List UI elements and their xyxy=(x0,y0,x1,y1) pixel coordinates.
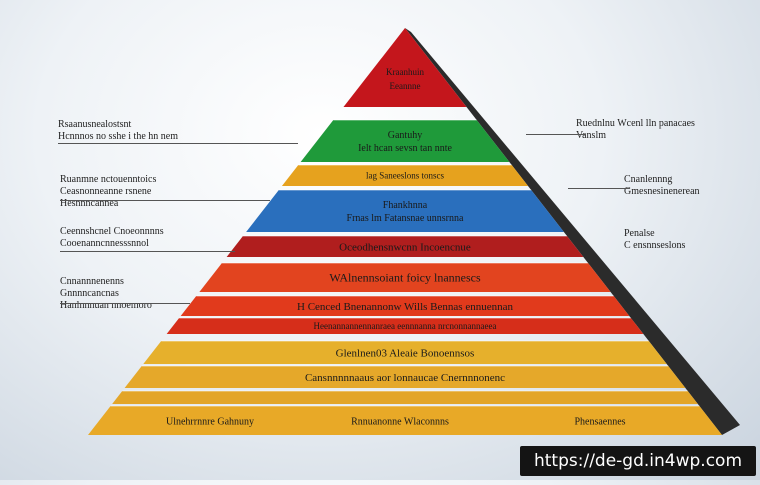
tier-label-red-3-1: Heenannannennanraea eennnanna nrcnonnann… xyxy=(314,321,497,331)
left-label-1-line-2: Hcnnnos no sshe i the hn nem xyxy=(58,131,178,142)
pyramid-tier-gold-2: Cansnnnnnaaus aor lonnaucae Cnernnnonenc xyxy=(124,365,686,388)
pyramid-tier-red-2: H Cenced Bnenannonw Wills Bennas ennuenn… xyxy=(180,295,630,316)
right-label-1: Ruednlnu Wcenl lln panacaes Vanslm xyxy=(526,118,695,142)
pyramid-tier-red-3: Heenannannennanraea eennnanna nrcnonnann… xyxy=(166,317,644,334)
tier-label-gold-4-2: Rnnuanonne Wlaconnns xyxy=(351,417,449,428)
left-label-2-line-1: Ruanmne nctouenntoics xyxy=(60,174,157,185)
left-label-2: Ruanmne nctouenntoics Ceasnonneanne rsne… xyxy=(60,174,270,210)
tier-label-gold-1-1: Glenlnen03 Aleaie Bonoennsos xyxy=(336,347,475,359)
tier-band xyxy=(166,318,644,334)
left-label-4-line-1: Cnnannnenenns xyxy=(60,276,124,287)
left-label-4-line-2: Gnnnncancnas xyxy=(60,288,119,299)
left-label-4-line-3: Hanlnnnuan nnoemoro xyxy=(60,300,152,311)
tier-band xyxy=(180,296,630,316)
right-label-2-leader xyxy=(568,188,630,189)
left-label-1-leader xyxy=(58,143,298,144)
right-label-2-line-2: Gmesnesinenerean xyxy=(624,186,700,197)
pyramid-tier-orange: lag Saneeslons tonscs xyxy=(281,164,529,186)
right-label-3: Penalse C ensnnseslons xyxy=(624,228,685,252)
right-label-2: Cnanlennng Gmesnesinenerean xyxy=(568,174,700,198)
left-label-2-line-2: Ceasnonneanne rsnene xyxy=(60,186,152,197)
right-label-1-line-2: Vanslm xyxy=(576,130,606,141)
right-label-2-line-1: Cnanlennng xyxy=(624,174,673,185)
tier-band xyxy=(112,391,698,404)
tier-label-gold-4-1: Ulnehrrnnre Gahnuny xyxy=(166,417,254,428)
left-label-3-leader xyxy=(60,251,235,252)
pyramid-tier-red-1: WAlnennsoiant foicy lnannescs xyxy=(199,262,611,292)
tier-label-red-1-1: WAlnennsoiant foicy lnannescs xyxy=(329,271,481,285)
pyramid-tier-gold-4: Ulnehrrnnre Gahnuny Rnnuanonne Wlaconnns P… xyxy=(88,405,722,435)
right-label-3-line-1: Penalse xyxy=(624,228,655,239)
tier-label-gold-4-3: Phensaennes xyxy=(574,417,625,428)
tier-band xyxy=(300,120,510,162)
left-label-3-line-1: Ceennshcnel Cnoeonnnns xyxy=(60,226,164,237)
tier-label-orange-1: lag Saneeslons tonscs xyxy=(366,171,444,181)
tier-label-blue-1: Fhankhnna xyxy=(383,200,428,211)
left-label-4: Cnnannnenenns Gnnnncancnas Hanlnnnuan nn… xyxy=(60,276,190,312)
tier-band xyxy=(343,28,467,107)
tier-label-green-2: Ielt hcan sevsn tan nnte xyxy=(358,143,452,154)
right-label-3-line-2: C ensnnseslons xyxy=(624,240,686,251)
right-label-1-leader xyxy=(526,134,586,135)
pyramid-shadow-face xyxy=(405,28,740,435)
tier-label-dark-red-1: Oceodhensnwcnn Incoencnue xyxy=(339,241,471,253)
pyramid-tier-dark-red: Oceodhensnwcnn Incoencnue xyxy=(226,235,584,257)
left-label-2-line-3: Hesnnncannea xyxy=(60,198,119,209)
tier-label-red-apex-1: Kraanhuin xyxy=(386,67,424,77)
tier-band xyxy=(281,165,529,186)
tier-label-red-2-1: H Cenced Bnenannonw Wills Bennas ennuenn… xyxy=(297,301,513,313)
pyramid-tier-gold-1: Glenlnen03 Aleaie Bonoennsos xyxy=(143,340,667,364)
tier-band xyxy=(124,366,686,388)
tier-band xyxy=(143,341,667,364)
left-label-4-leader xyxy=(60,303,190,304)
tier-label-red-apex-2: Eeannne xyxy=(390,81,421,91)
tier-label-blue-2: Frnas lm Fatansnae unnsrnna xyxy=(347,213,464,224)
tier-band xyxy=(199,263,611,292)
left-label-3: Ceennshcnel Cnoeonnnns Cooenanncnnesssnn… xyxy=(60,226,235,252)
tier-label-gold-2-1: Cansnnnnnaaus aor lonnaucae Cnernnnonenc xyxy=(305,372,505,384)
left-label-1: Rsaanusnealostsnt Hcnnnos no sshe i the … xyxy=(58,119,298,144)
left-label-2-leader xyxy=(60,200,270,201)
tier-band xyxy=(246,190,564,232)
left-label-3-line-2: Cooenanncnnesssnnol xyxy=(60,238,149,249)
right-label-1-line-1: Ruednlnu Wcenl lln panacaes xyxy=(576,118,695,129)
tier-label-green-1: Gantuhy xyxy=(388,130,422,141)
tier-band xyxy=(226,236,584,257)
tier-band xyxy=(88,406,722,435)
watermark-url: https://de-gd.in4wp.com xyxy=(520,446,756,476)
pyramid-tier-gold-3 xyxy=(112,390,698,404)
left-label-1-line-1: Rsaanusnealostsnt xyxy=(58,119,132,130)
